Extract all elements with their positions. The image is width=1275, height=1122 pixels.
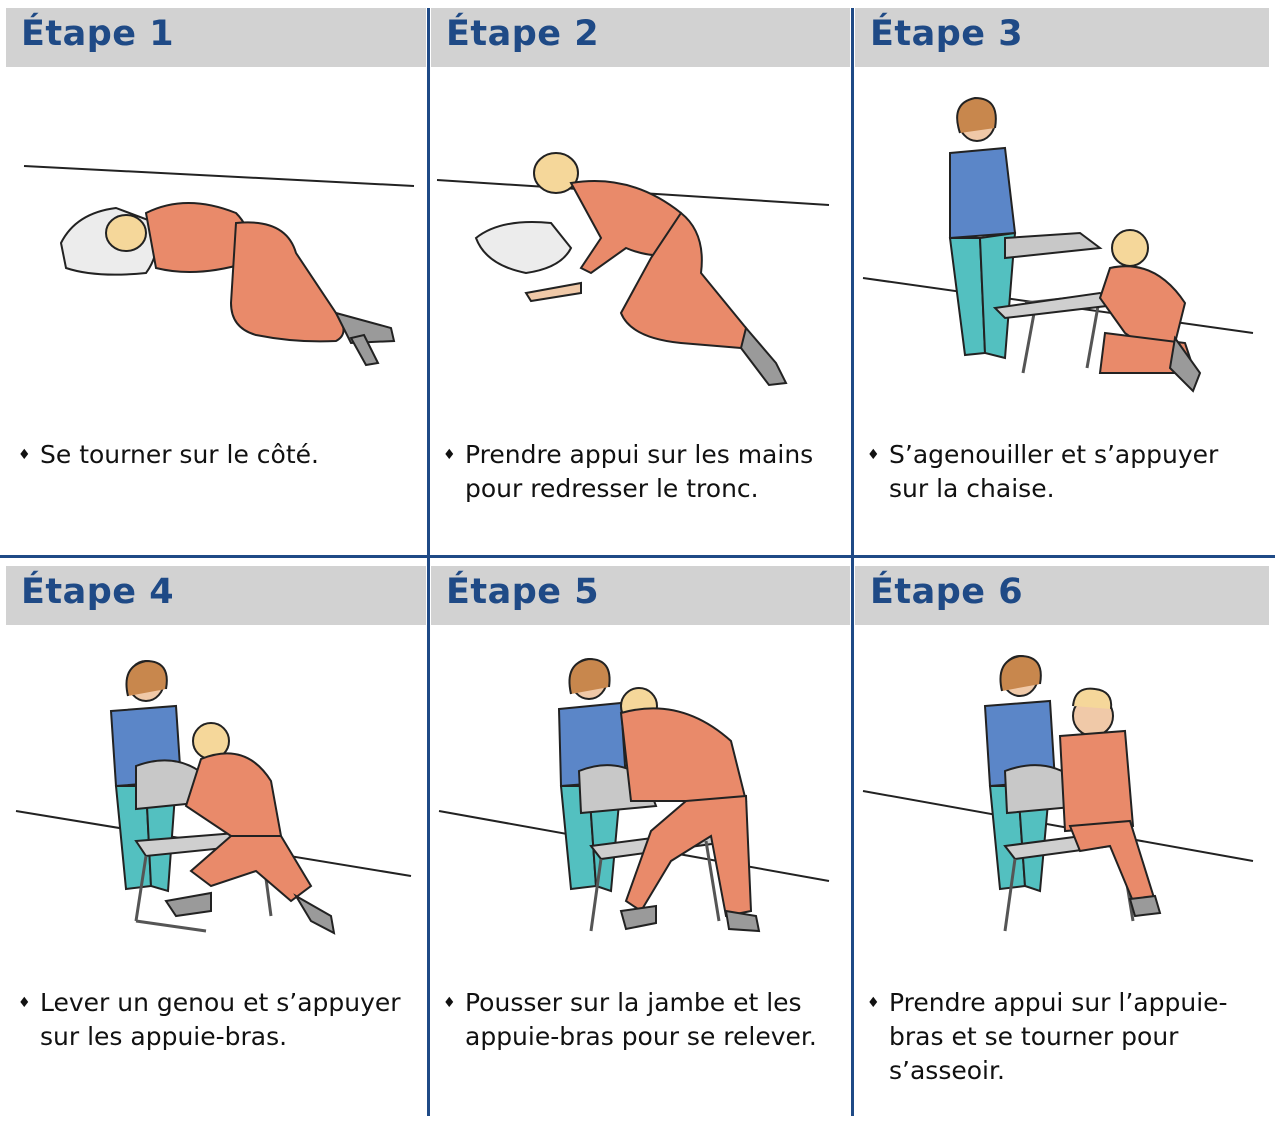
step-title: Étape 4 bbox=[21, 572, 174, 612]
step-title: Étape 2 bbox=[446, 14, 599, 54]
row-divider bbox=[0, 555, 1275, 558]
column-divider bbox=[427, 8, 430, 1116]
step-header: Étape 1 bbox=[6, 8, 426, 67]
step-caption: ♦ Pousser sur la jambe et les appuie-bra… bbox=[443, 986, 840, 1054]
person-sitting-on-chair-illustration bbox=[855, 631, 1269, 971]
step-caption: ♦ Prendre appui sur les mains pour redre… bbox=[443, 438, 840, 506]
step-5-panel: Étape 5 ♦ Pousser sur la jambe et les ap… bbox=[431, 566, 850, 1122]
person-on-hands-and-knees-illustration bbox=[431, 73, 850, 413]
step-caption: ♦ Lever un genou et s’appuyer sur les ap… bbox=[18, 986, 416, 1054]
step-1-panel: Étape 1 ♦ Se tourner sur le côté. bbox=[6, 8, 426, 548]
person-one-knee-up-illustration bbox=[6, 631, 426, 971]
step-title: Étape 3 bbox=[870, 14, 1023, 54]
step-header: Étape 5 bbox=[431, 566, 850, 625]
step-caption: ♦ Se tourner sur le côté. bbox=[18, 438, 416, 472]
diamond-bullet-icon: ♦ bbox=[443, 438, 456, 472]
step-caption: ♦ S’agenouiller et s’appuyer sur la chai… bbox=[867, 438, 1259, 506]
step-header: Étape 6 bbox=[855, 566, 1269, 625]
step-caption: ♦ Prendre appui sur l’appuie-bras et se … bbox=[867, 986, 1259, 1088]
column-divider bbox=[851, 8, 854, 1116]
person-lying-on-side-illustration bbox=[6, 73, 426, 413]
diamond-bullet-icon: ♦ bbox=[867, 986, 880, 1020]
step-3-panel: Étape 3 ♦ S’agenouiller et s’appuyer sur… bbox=[855, 8, 1269, 548]
diamond-bullet-icon: ♦ bbox=[18, 438, 31, 472]
step-title: Étape 1 bbox=[21, 14, 174, 54]
diamond-bullet-icon: ♦ bbox=[867, 438, 880, 472]
step-4-panel: Étape 4 ♦ Lever un genou et s’appuyer su… bbox=[6, 566, 426, 1122]
step-header: Étape 3 bbox=[855, 8, 1269, 67]
step-title: Étape 6 bbox=[870, 572, 1023, 612]
step-2-panel: Étape 2 ♦ Prendre appui sur les mains po… bbox=[431, 8, 850, 548]
step-title: Étape 5 bbox=[446, 572, 599, 612]
step-header: Étape 2 bbox=[431, 8, 850, 67]
step-6-panel: Étape 6 ♦ Prendre appui sur l’appuie-bra… bbox=[855, 566, 1269, 1122]
person-standing-up-illustration bbox=[431, 631, 850, 971]
person-kneeling-at-chair-illustration bbox=[855, 73, 1269, 413]
step-header: Étape 4 bbox=[6, 566, 426, 625]
diamond-bullet-icon: ♦ bbox=[443, 986, 456, 1020]
diamond-bullet-icon: ♦ bbox=[18, 986, 31, 1020]
